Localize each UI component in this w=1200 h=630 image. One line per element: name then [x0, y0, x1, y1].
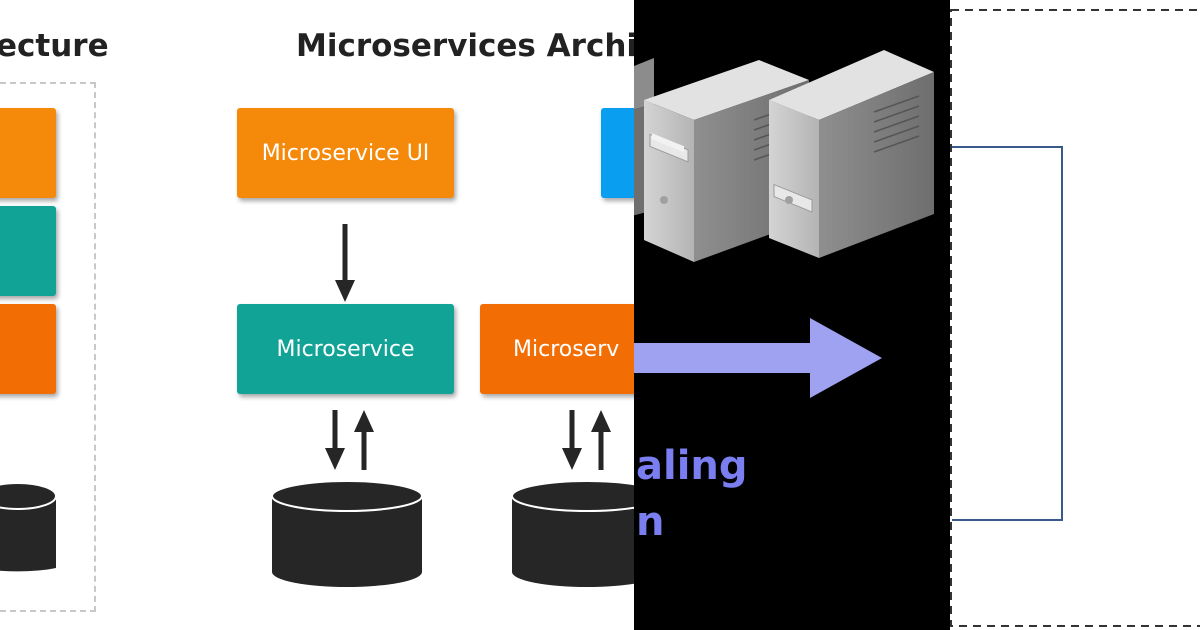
bracket-line: [952, 146, 1063, 521]
dashed-frame: [950, 9, 1200, 627]
monolith-title: ecture: [0, 28, 109, 64]
arrow-down-icon: [562, 410, 582, 470]
arrow-up-icon: [354, 410, 374, 470]
frame-panel: [950, 0, 1200, 630]
server-tower-icon: [769, 50, 934, 258]
server-layer: [634, 50, 934, 398]
microservice-ui-box: Microservice UI: [237, 108, 454, 198]
big-right-arrow-icon: [634, 318, 882, 398]
microservice-orange-label: Microserv: [513, 336, 620, 362]
monolith-data-box: [0, 304, 56, 394]
microservice-ui-label: Microservice UI: [261, 140, 430, 166]
microservice-orange-box: Microserv: [480, 304, 634, 394]
scaling-panel: aling n: [634, 0, 950, 630]
frame-layer: [950, 9, 1200, 627]
monolith-logic-box: [0, 206, 56, 296]
monolith-frame: [0, 82, 96, 612]
database-icon: [271, 480, 423, 587]
arrow-layer: [0, 224, 634, 587]
database-icon: [511, 480, 634, 587]
microservice-teal-box: Microservice: [237, 304, 454, 394]
monolith-ui-box: [0, 108, 56, 198]
microservice-teal-label: Microservice: [276, 336, 415, 362]
database-icon: [0, 482, 57, 572]
arrow-up-icon: [591, 410, 611, 470]
arrow-down-icon: [335, 224, 355, 302]
arrow-down-icon: [325, 410, 345, 470]
architecture-panel: ecture Microservices Archit Microservice…: [0, 28, 634, 612]
microservices-title: Microservices Archit: [296, 28, 634, 64]
scaling-label: aling: [636, 443, 748, 489]
microservice-blue-box: [601, 108, 634, 198]
scaling-label-line2: n: [636, 499, 665, 545]
